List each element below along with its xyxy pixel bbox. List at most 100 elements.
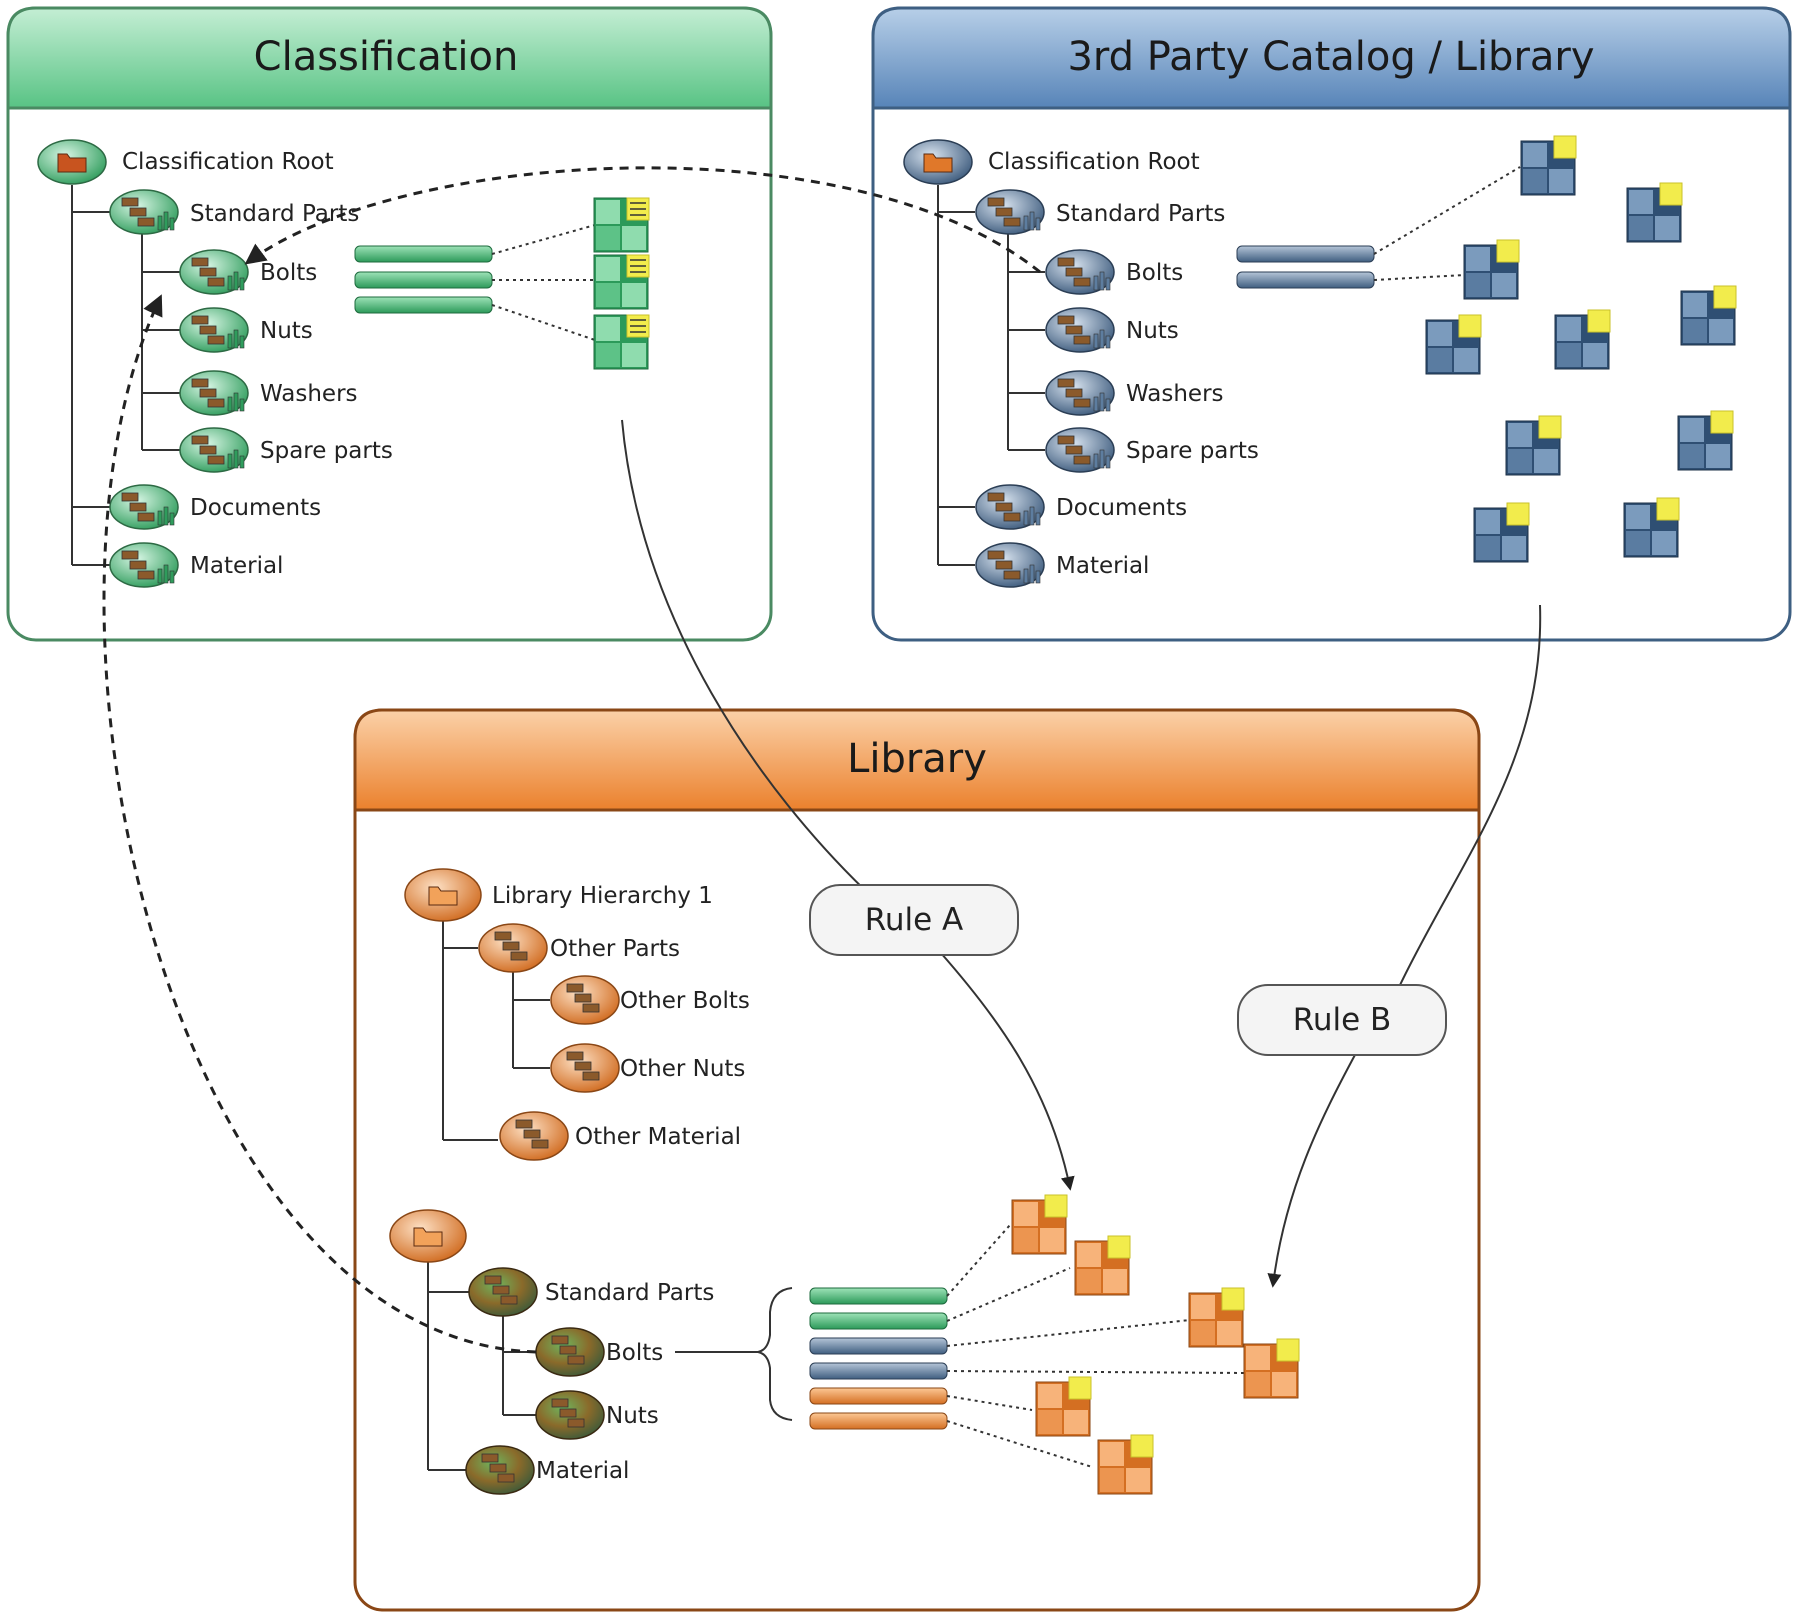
library-part-icon [1035, 1376, 1092, 1437]
catalog-root-folder-icon [903, 139, 973, 185]
catalog-node-material: Material [1056, 553, 1149, 579]
library-node-icon [550, 975, 620, 1025]
class-definition-icon [593, 314, 650, 370]
library-node-icon [535, 1327, 605, 1377]
attribute-bar [809, 1287, 948, 1305]
library-node-icon [465, 1445, 535, 1495]
library-panel-title: Library [847, 736, 987, 782]
attribute-bar [809, 1362, 948, 1380]
library-part-icon [1097, 1434, 1154, 1495]
catalog-node-icon [1045, 307, 1115, 353]
rule-a-badge: Rule A [809, 884, 1019, 956]
attribute-bar [1236, 245, 1375, 263]
classification-panel-header [6, 6, 773, 110]
catalog-panel-header [871, 6, 1792, 110]
class-node-material: Material [190, 553, 283, 579]
class-node-icon [179, 427, 249, 473]
catalog-part-icon [1505, 415, 1562, 476]
rule-b-badge: Rule B [1237, 984, 1447, 1056]
library-node-nuts: Nuts [606, 1403, 659, 1429]
attribute-bar [1236, 271, 1375, 289]
library-node-other-parts: Other Parts [550, 936, 680, 962]
catalog-part-icon [1425, 314, 1482, 375]
library-node-material: Material [536, 1458, 629, 1484]
catalog-node-documents: Documents [1056, 495, 1187, 521]
library-node-other-nuts: Other Nuts [620, 1056, 745, 1082]
library-part-icon [1074, 1235, 1131, 1296]
class-node-nuts: Nuts [260, 318, 313, 344]
library-node-icon [478, 923, 548, 973]
library-hierarchy-1-folder-icon [404, 868, 482, 922]
catalog-node-icon [975, 484, 1045, 530]
library-part-icon [1188, 1287, 1245, 1348]
catalog-node-icon [975, 189, 1045, 235]
classification-root-label: Classification Root [122, 149, 334, 175]
library-node-bolts: Bolts [606, 1340, 663, 1366]
catalog-part-icon [1520, 135, 1577, 196]
class-node-icon [109, 189, 179, 235]
catalog-panel: 3rd Party Catalog / Library Classificati… [871, 6, 1792, 642]
attribute-bar [354, 296, 493, 314]
catalog-node-icon [1045, 249, 1115, 295]
class-node-icon [179, 370, 249, 416]
rule-b-connector [1399, 604, 1542, 986]
library-part-icon [1011, 1194, 1068, 1255]
rule-b-label: Rule B [1293, 1002, 1392, 1038]
classification-panel: Classification Classification Root Stand… [6, 6, 773, 642]
library-hierarchy-1-label: Library Hierarchy 1 [492, 883, 713, 909]
rule-a-label: Rule A [865, 902, 964, 938]
catalog-root-label: Classification Root [988, 149, 1200, 175]
class-node-washers: Washers [260, 381, 358, 407]
catalog-part-icon [1623, 497, 1680, 558]
catalog-part-icon [1473, 502, 1530, 563]
class-node-bolts: Bolts [260, 260, 317, 286]
attribute-bar [809, 1387, 948, 1405]
catalog-node-icon [1045, 427, 1115, 473]
class-node-icon [179, 249, 249, 295]
catalog-part-icon [1677, 410, 1734, 471]
rule-b-arrow [1267, 1052, 1357, 1288]
catalog-part-icon [1554, 309, 1611, 370]
class-node-standard-parts: Standard Parts [190, 201, 359, 227]
catalog-node-icon [975, 542, 1045, 588]
catalog-node-bolts: Bolts [1126, 260, 1183, 286]
catalog-node-standard-parts: Standard Parts [1056, 201, 1225, 227]
class-node-icon [109, 542, 179, 588]
library-node-other-material: Other Material [575, 1124, 741, 1150]
rule-a-connector [621, 419, 871, 896]
attribute-brace [757, 1287, 793, 1421]
catalog-panel-title: 3rd Party Catalog / Library [1067, 34, 1594, 80]
library-part-icon [1243, 1338, 1300, 1399]
catalog-node-icon [1045, 370, 1115, 416]
attribute-bar [354, 271, 493, 289]
classification-panel-title: Classification [254, 34, 519, 80]
class-node-documents: Documents [190, 495, 321, 521]
library-node-icon [468, 1267, 538, 1317]
library-node-icon [550, 1043, 620, 1093]
class-node-spare-parts: Spare parts [260, 438, 393, 464]
attribute-bar [809, 1337, 948, 1355]
catalog-node-spare-parts: Spare parts [1126, 438, 1259, 464]
catalog-node-nuts: Nuts [1126, 318, 1179, 344]
class-node-icon [109, 484, 179, 530]
library-hierarchy-2-folder-icon [389, 1209, 467, 1263]
class-node-icon [179, 307, 249, 353]
library-node-standard-parts: Standard Parts [545, 1280, 714, 1306]
rule-a-arrow [939, 951, 1075, 1191]
catalog-part-icon [1626, 182, 1683, 243]
library-node-other-bolts: Other Bolts [620, 988, 750, 1014]
library-node-icon [499, 1111, 569, 1161]
catalog-part-icon [1463, 239, 1520, 300]
classification-root-folder-icon [37, 139, 107, 185]
catalog-part-icon [1680, 285, 1737, 346]
catalog-node-washers: Washers [1126, 381, 1224, 407]
class-definition-icon [593, 254, 650, 310]
library-panel: Library Library Hierarchy 1 Other Parts … [353, 708, 1481, 1612]
attribute-bar [809, 1412, 948, 1430]
library-node-icon [535, 1390, 605, 1440]
library-panel-header [353, 708, 1481, 812]
class-definition-icon [593, 197, 650, 253]
mapping-arrow-library-to-classification [102, 294, 537, 1354]
attribute-bar [809, 1312, 948, 1330]
